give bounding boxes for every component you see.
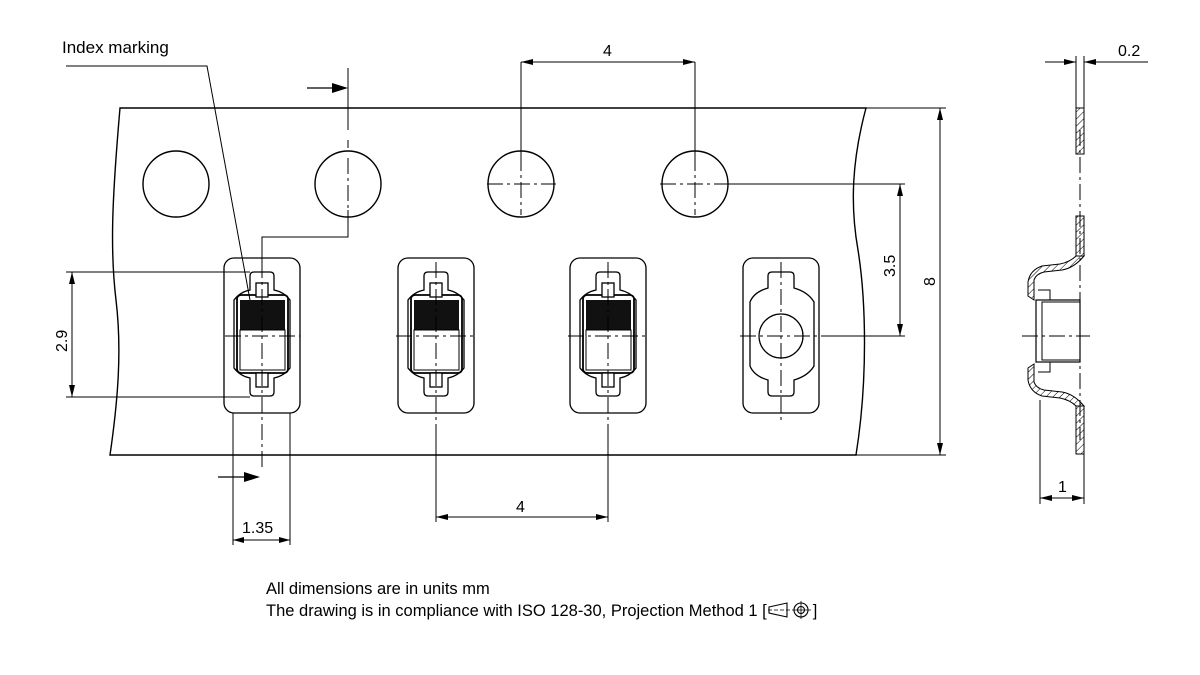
dimension-depth: 1	[1039, 400, 1085, 504]
dim-width-label: 1.35	[242, 520, 273, 537]
projection-note: The drawing is in compliance with ISO 12…	[266, 600, 817, 622]
projection-note-close: ]	[812, 602, 818, 620]
index-marking-label: Index marking	[62, 38, 169, 57]
drawing-notes: All dimensions are in units mm The drawi…	[266, 578, 817, 622]
dim-top-pitch-label: 4	[603, 43, 612, 60]
dim-tape-width-label: 8	[922, 277, 939, 286]
dimension-row-offset: 3.5	[882, 184, 903, 336]
arrow-icon	[218, 472, 260, 482]
arrow-icon	[307, 83, 348, 93]
sprocket-center-lines	[347, 62, 905, 215]
dim-thickness-label: 0.2	[1118, 43, 1140, 60]
dimension-thickness: 0.2	[1045, 43, 1148, 108]
sprocket-holes	[142, 150, 729, 218]
dimension-width: 1.35	[232, 413, 291, 545]
dimension-tape-width: 8	[856, 107, 946, 456]
units-note: All dimensions are in units mm	[266, 580, 490, 598]
dimension-bottom-pitch: 4	[435, 430, 609, 522]
dim-height-label: 2.9	[54, 330, 71, 352]
pocket-sprocket-leader	[261, 210, 349, 262]
dim-depth-label: 1	[1058, 479, 1067, 496]
dim-row-offset-label: 3.5	[882, 255, 899, 277]
dim-bottom-pitch-label: 4	[516, 499, 525, 516]
dimension-top-pitch: 4	[521, 43, 695, 65]
projection-note-text: The drawing is in compliance with ISO 12…	[266, 602, 767, 620]
side-section-view	[1022, 107, 1090, 455]
pocket-center-lines	[225, 262, 822, 470]
sprocket-hole	[142, 150, 210, 218]
first-angle-projection-icon	[767, 601, 811, 619]
dimension-height: 2.9	[54, 271, 250, 398]
index-marking-callout: Index marking	[62, 38, 251, 301]
